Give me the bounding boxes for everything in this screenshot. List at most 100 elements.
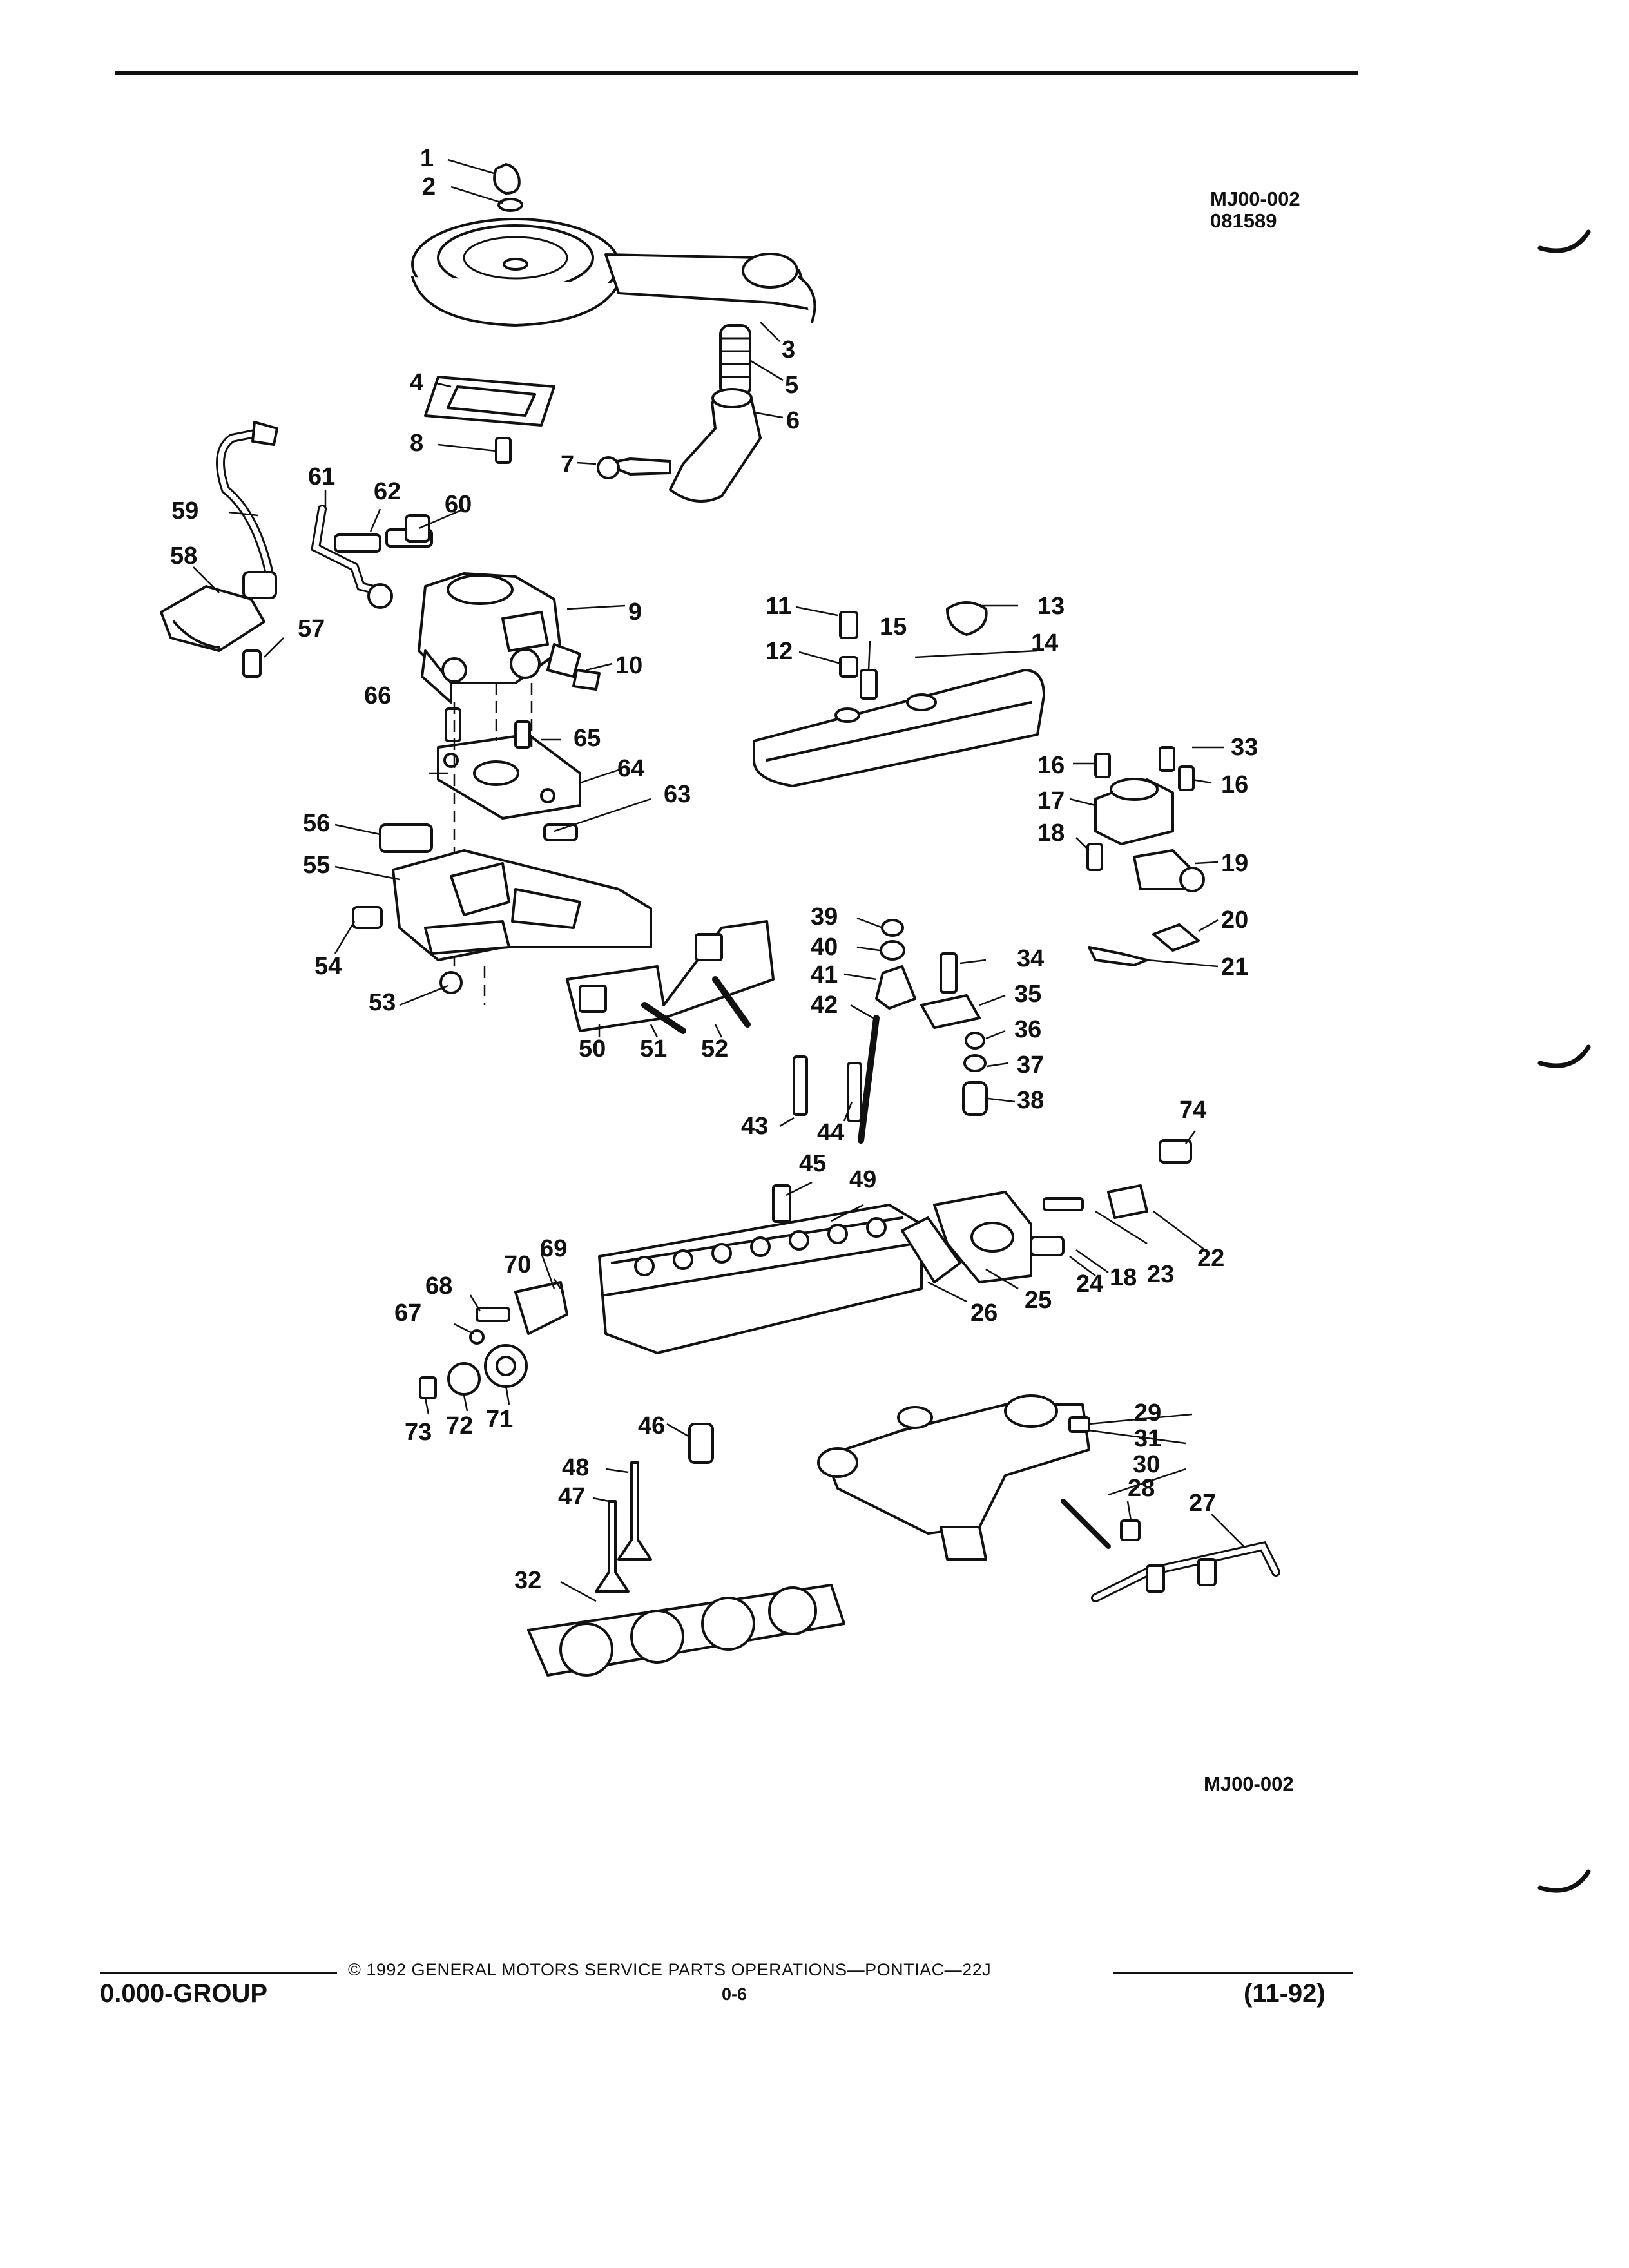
- callout-18b: 18: [1110, 1264, 1137, 1291]
- callout-69: 69: [540, 1235, 567, 1262]
- callout-24: 24: [1076, 1271, 1103, 1298]
- callout-25: 25: [1025, 1287, 1052, 1314]
- callout-numbers: 1 2 3 4 5 6 7 8 9 10 11 12 13 14 15 16 1…: [170, 145, 1258, 1594]
- callout-19: 19: [1221, 850, 1248, 877]
- callout-13: 13: [1037, 593, 1065, 620]
- callout-21: 21: [1221, 954, 1248, 981]
- callout-27: 27: [1189, 1490, 1216, 1517]
- callout-66: 66: [364, 682, 391, 709]
- callout-72: 72: [446, 1412, 473, 1439]
- callout-74: 74: [1179, 1097, 1206, 1124]
- callout-45: 45: [799, 1150, 826, 1177]
- valve-cover: [753, 601, 1045, 787]
- callout-20: 20: [1221, 907, 1248, 934]
- callout-29: 29: [1134, 1399, 1161, 1427]
- pcv-hose-assembly: [160, 421, 278, 678]
- callout-63: 63: [664, 781, 691, 808]
- thermostat-housing: [1086, 746, 1205, 966]
- page-number: 0-6: [722, 1984, 747, 2004]
- callout-51: 51: [640, 1035, 667, 1062]
- callout-6: 6: [786, 407, 800, 434]
- callout-70: 70: [504, 1251, 531, 1278]
- callout-47: 47: [558, 1483, 585, 1510]
- callout-54: 54: [314, 953, 342, 980]
- callout-18: 18: [1037, 820, 1065, 847]
- callout-30: 30: [1133, 1451, 1160, 1478]
- gasket-and-stud: [424, 376, 671, 479]
- callout-60: 60: [445, 491, 472, 518]
- callout-10: 10: [615, 652, 642, 679]
- callout-23: 23: [1147, 1261, 1174, 1288]
- callout-8: 8: [410, 430, 423, 457]
- exhaust-flange-parts: [901, 1139, 1192, 1283]
- callout-2: 2: [422, 173, 436, 200]
- exhaust-manifold: [817, 1394, 1111, 1561]
- callout-46: 46: [638, 1412, 665, 1439]
- callout-3: 3: [782, 336, 795, 363]
- callout-39: 39: [811, 903, 838, 930]
- callout-44: 44: [817, 1119, 844, 1146]
- callout-35: 35: [1014, 981, 1041, 1008]
- callout-16: 16: [1037, 752, 1065, 779]
- callout-9: 9: [628, 599, 642, 626]
- valves: [595, 1423, 714, 1593]
- callout-11: 11: [766, 593, 791, 620]
- callout-38: 38: [1017, 1087, 1044, 1114]
- callout-15: 15: [880, 613, 907, 640]
- callout-16b: 16: [1221, 771, 1248, 798]
- callout-22: 22: [1197, 1245, 1224, 1272]
- callout-68: 68: [425, 1273, 452, 1300]
- binding-mark: [1537, 1869, 1591, 1893]
- callout-56: 56: [303, 810, 330, 837]
- callout-42: 42: [811, 992, 838, 1019]
- callout-5: 5: [785, 372, 798, 399]
- callout-52: 52: [701, 1035, 728, 1062]
- vacuum-tube-assembly: [311, 505, 433, 609]
- binding-mark: [1537, 229, 1591, 253]
- leader-lines: [193, 159, 1244, 1602]
- callout-61: 61: [308, 463, 335, 490]
- callout-32: 32: [514, 1567, 541, 1594]
- callout-41: 41: [811, 961, 838, 988]
- callout-43: 43: [741, 1113, 768, 1140]
- carburetor: [418, 572, 601, 704]
- callout-7: 7: [561, 451, 574, 478]
- callout-64: 64: [617, 755, 644, 782]
- head-gasket: [527, 1584, 845, 1677]
- cylinder-head: [419, 1184, 923, 1399]
- callout-71: 71: [486, 1406, 513, 1433]
- carburetor-spacer: [437, 707, 581, 841]
- callout-34: 34: [1017, 945, 1044, 972]
- callout-62: 62: [374, 478, 401, 505]
- callout-17: 17: [1037, 787, 1065, 814]
- callout-33: 33: [1231, 734, 1258, 761]
- intake-manifold: [352, 823, 652, 994]
- callout-28: 28: [1128, 1475, 1155, 1502]
- callout-65: 65: [574, 725, 601, 752]
- callout-50: 50: [579, 1035, 606, 1062]
- copyright-line: © 1992 GENERAL MOTORS SERVICE PARTS OPER…: [348, 1960, 992, 1979]
- callout-40: 40: [811, 934, 838, 961]
- callout-12: 12: [766, 638, 793, 665]
- callout-59: 59: [171, 497, 198, 524]
- callout-1: 1: [420, 145, 434, 172]
- callout-37: 37: [1017, 1052, 1044, 1079]
- callout-31: 31: [1134, 1425, 1161, 1452]
- top-rule: [115, 71, 1358, 75]
- callout-55: 55: [303, 852, 330, 879]
- callout-48: 48: [562, 1454, 589, 1481]
- revision-date: (11-92): [1244, 1979, 1325, 2008]
- group-label: 0.000-GROUP: [100, 1979, 268, 2008]
- manifold-gasket: [566, 920, 775, 1034]
- figure-code: MJ00-002: [1210, 187, 1300, 210]
- callout-36: 36: [1014, 1016, 1041, 1043]
- callout-49: 49: [849, 1166, 876, 1193]
- footer-rule-left: [100, 1972, 337, 1974]
- tube-assembly: [1091, 1519, 1280, 1602]
- callout-73: 73: [405, 1419, 432, 1446]
- rocker-components: [793, 919, 988, 1144]
- figure-date: 081589: [1210, 209, 1277, 232]
- binding-mark: [1537, 1044, 1591, 1068]
